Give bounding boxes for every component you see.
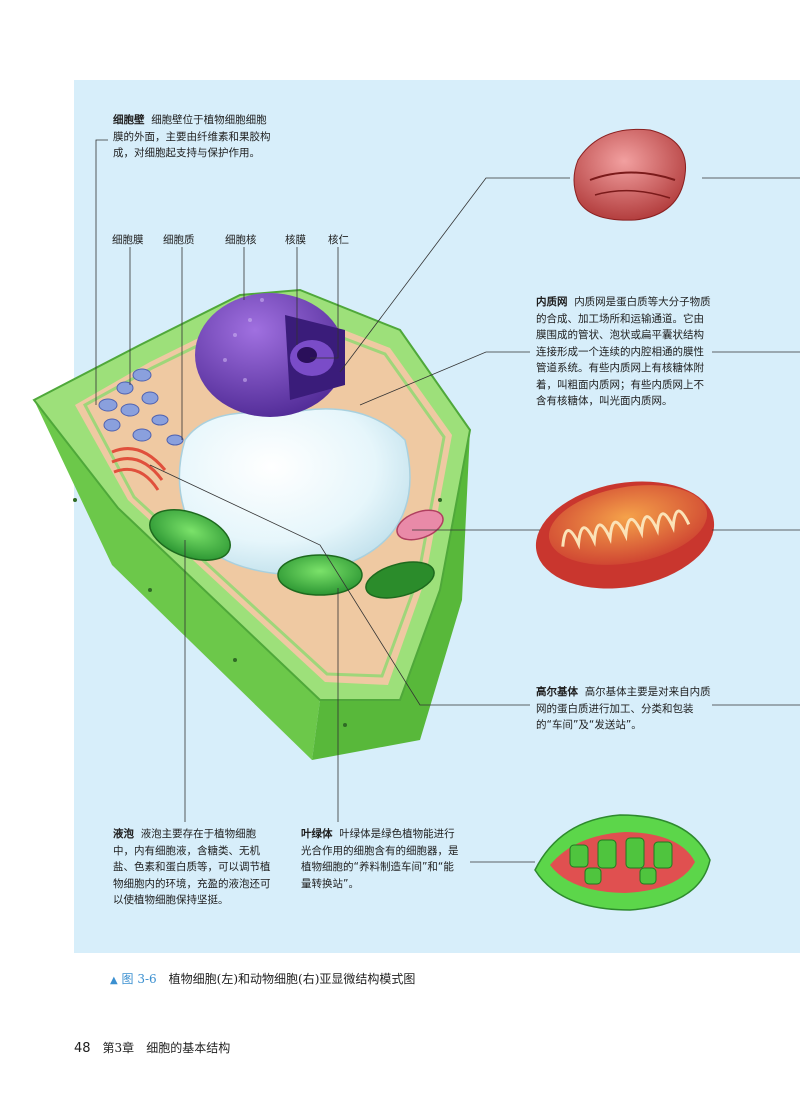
caption-marker-icon: ▲ xyxy=(110,975,118,986)
figure-number: 图 3-6 xyxy=(121,972,157,986)
plant-cell xyxy=(32,288,472,760)
vacuole-title: 液泡 xyxy=(113,828,134,840)
page-number: 48 xyxy=(74,1041,91,1056)
golgi-in-cell xyxy=(111,447,167,491)
page-footer: 48 第3章细胞的基本结构 xyxy=(74,1039,230,1056)
cell-wall-text: 细胞壁位于植物细胞细胞膜的外面，主要由纤维素和果胶构成，对细胞起支持与保护作用。 xyxy=(113,114,271,159)
mitochondrion-detail xyxy=(535,481,715,589)
chapter-title: 细胞的基本结构 xyxy=(146,1041,231,1055)
cell-wall-title: 细胞壁 xyxy=(113,114,145,126)
chloroplast-text: 叶绿体是绿色植物能进行光合作用的细胞含有的细胞器，是植物细胞的“养料制造车间”和… xyxy=(301,828,459,890)
label-cytoplasm: 细胞质 xyxy=(163,234,195,246)
label-nucleus: 细胞核 xyxy=(225,234,257,246)
cell-wall-right xyxy=(312,420,470,760)
label-nucleolus: 核仁 xyxy=(328,234,349,246)
figure-caption: ▲ 图 3-6 植物细胞(左)和动物细胞(右)亚显微结构模式图 xyxy=(110,970,415,987)
chloroplast-note: 叶绿体 叶绿体是绿色植物能进行光合作用的细胞含有的细胞器，是植物细胞的“养料制造… xyxy=(301,826,459,892)
label-cell-membrane: 细胞膜 xyxy=(112,234,144,246)
chloroplasts-in-cell xyxy=(149,509,435,599)
er-title: 内质网 xyxy=(536,296,568,308)
chloroplast-detail xyxy=(534,814,711,911)
er-note: 内质网 内质网是蛋白质等大分子物质的合成、加工场所和运输通道。它由膜围成的管状、… xyxy=(536,294,712,410)
er-vesicles xyxy=(98,368,184,446)
chapter-label: 第3章 xyxy=(102,1041,135,1055)
nucleus xyxy=(195,293,345,417)
caption-text: 植物细胞(左)和动物细胞(右)亚显微结构模式图 xyxy=(168,972,416,986)
mitochondrion-in-cell xyxy=(396,509,444,541)
vacuole-text: 液泡主要存在于植物细胞中，内有细胞液，含糖类、无机盐、色素和蛋白质等，可以调节植… xyxy=(113,828,271,906)
golgi-title: 高尔基体 xyxy=(536,686,578,698)
chloroplast-title: 叶绿体 xyxy=(301,828,333,840)
leader-lines xyxy=(95,139,800,863)
golgi-note: 高尔基体 高尔基体主要是对来自内质网的蛋白质进行加工、分类和包装的“车间”及“发… xyxy=(536,684,712,734)
golgi-detail xyxy=(573,128,687,221)
cell-wall-note: 细胞壁 细胞壁位于植物细胞细胞膜的外面，主要由纤维素和果胶构成，对细胞起支持与保… xyxy=(113,112,271,162)
label-nuclear-envelope: 核膜 xyxy=(285,234,306,246)
vacuole-note: 液泡 液泡主要存在于植物细胞中，内有细胞液，含糖类、无机盐、色素和蛋白质等，可以… xyxy=(113,826,271,909)
golgi-text: 高尔基体主要是对来自内质网的蛋白质进行加工、分类和包装的“车间”及“发送站”。 xyxy=(536,686,711,731)
er-text: 内质网是蛋白质等大分子物质的合成、加工场所和运输通道。它由膜围成的管状、泡状或扁… xyxy=(536,296,711,407)
